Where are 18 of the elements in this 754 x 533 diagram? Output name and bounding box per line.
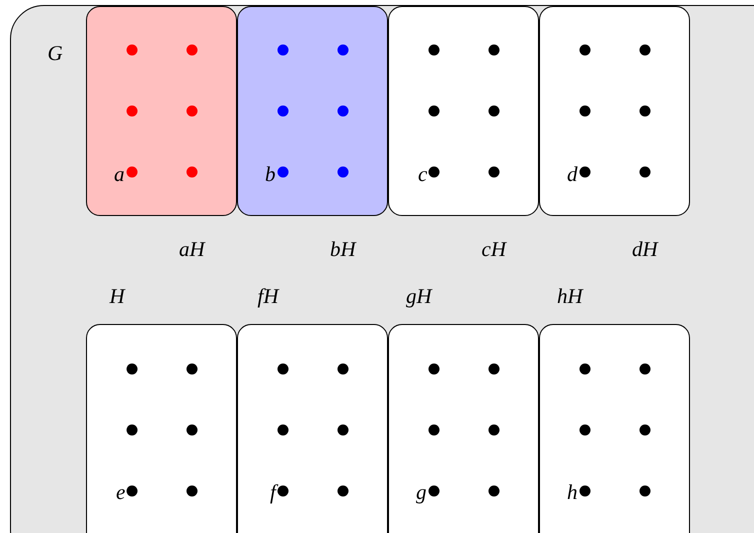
coset-label: hH: [557, 286, 583, 306]
group-label: G: [48, 42, 63, 64]
coset-label: aH: [179, 238, 205, 260]
element-label: f: [270, 482, 276, 502]
element-label: e: [116, 482, 126, 502]
element-label: c: [418, 164, 428, 184]
coset-label: fH: [258, 286, 278, 306]
element-label: b: [265, 164, 276, 184]
coset-label: gH: [406, 286, 432, 306]
element-label: g: [416, 482, 426, 502]
coset-label: H: [110, 286, 125, 306]
element-label: a: [114, 164, 124, 184]
element-label: h: [567, 482, 578, 502]
coset-label: dH: [632, 238, 658, 260]
coset-label: bH: [330, 238, 356, 260]
group-panel: [10, 5, 754, 533]
element-label: d: [567, 164, 578, 184]
coset-label: cH: [482, 238, 506, 260]
